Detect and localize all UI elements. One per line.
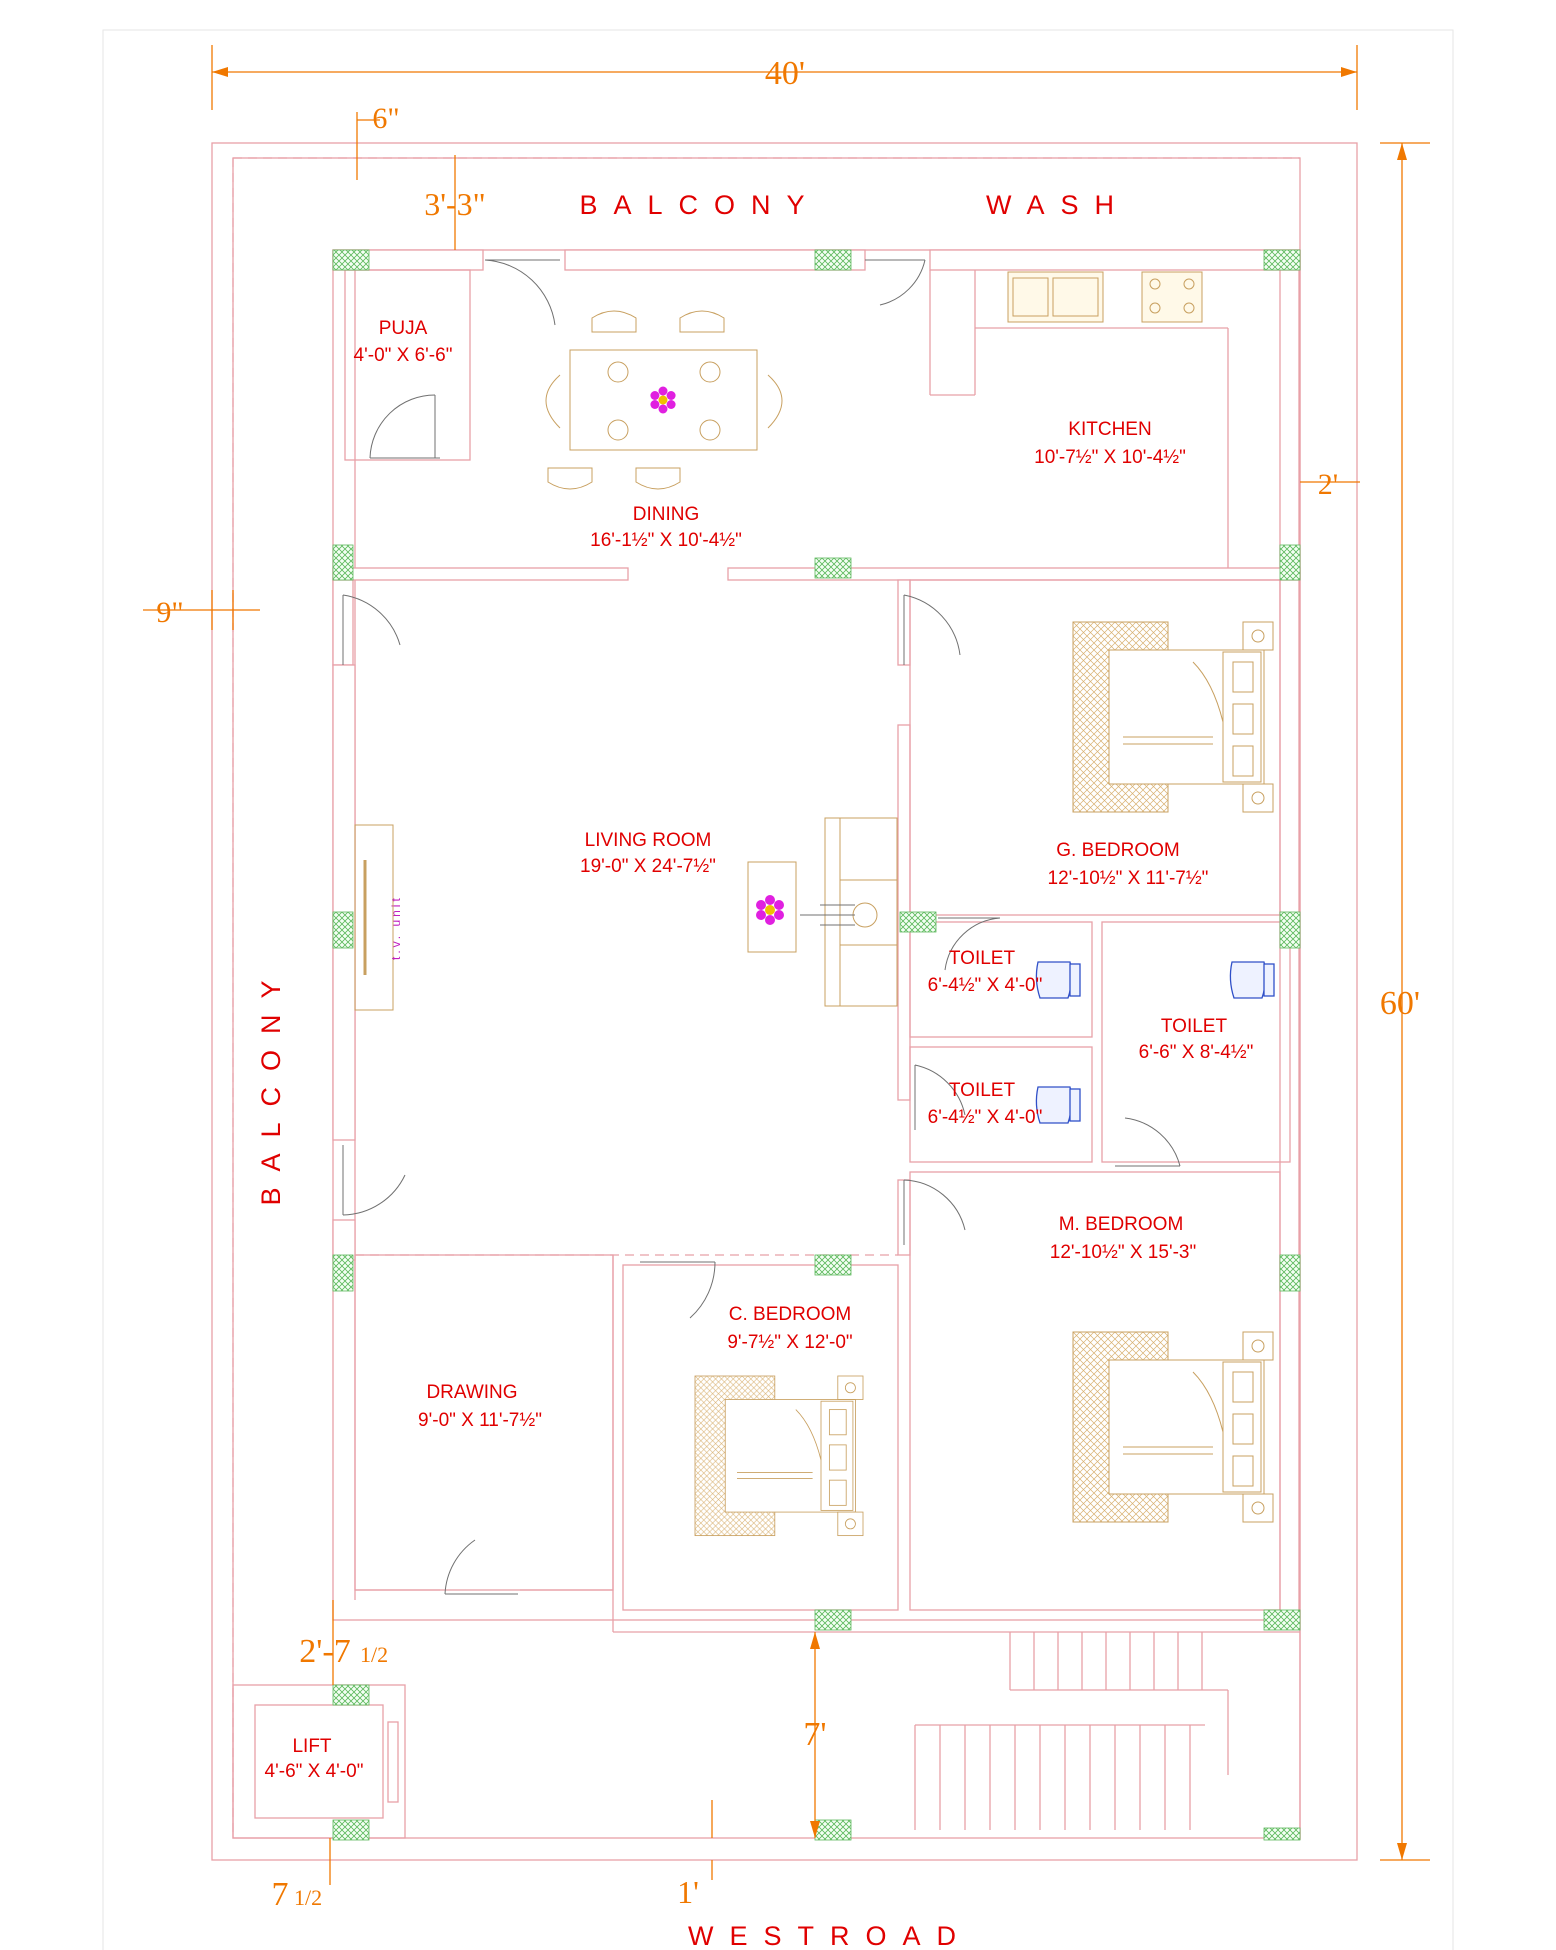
toilet1-name: TOILET — [949, 948, 1016, 969]
dim-front-setback: 7' — [803, 1716, 826, 1753]
toilet1-size: 6'-4½" X 4'-0" — [928, 975, 1043, 996]
lift-size: 4'-6" X 4'-0" — [265, 1761, 364, 1782]
dining-size: 16'-1½" X 10'-4½" — [590, 530, 742, 551]
g-bedroom-size: 12'-10½" X 11'-7½" — [1048, 868, 1209, 889]
g-bedroom-bed — [1072, 621, 1274, 813]
dim-bottom-left-frac: 1/2 — [294, 1885, 322, 1910]
drawing-name: DRAWING — [426, 1382, 517, 1403]
dim-bottom-left: 7 — [272, 1876, 289, 1913]
g-bedroom-name: G. BEDROOM — [1056, 840, 1180, 861]
g-bedroom-room — [909, 579, 1281, 916]
c-bedroom-bed — [694, 1375, 864, 1537]
tv-unit-label: t.v. unit — [389, 895, 403, 960]
dim-lift-gap-frac: 1/2 — [360, 1642, 388, 1667]
wash-label: WASH — [986, 190, 1130, 220]
living-size: 19'-0" X 24'-7½" — [580, 856, 716, 877]
dim-left-gap: 9" — [156, 596, 183, 629]
toilet2-wc — [1229, 961, 1275, 999]
tv-unit: t.v. unit — [354, 824, 403, 1011]
puja-name: PUJA — [379, 318, 428, 339]
dim-lift-gap: 2'-7 — [299, 1633, 350, 1670]
living-name: LIVING ROOM — [585, 830, 712, 851]
kitchen-name: KITCHEN — [1068, 419, 1151, 440]
living-sofa — [747, 817, 898, 1007]
dim-top-width: 40' — [765, 55, 805, 92]
dim-balcony-depth: 3'-3" — [424, 186, 485, 222]
drawing-size: 9'-0" X 11'-7½" — [418, 1410, 542, 1431]
c-bedroom-room — [622, 1264, 899, 1611]
dining-table — [545, 310, 783, 490]
m-bedroom-name: M. BEDROOM — [1059, 1214, 1184, 1235]
toilet1-wc — [1035, 961, 1081, 999]
toilet3-wc — [1035, 1086, 1081, 1124]
dim-right-gap: 2' — [1318, 468, 1338, 501]
puja-size: 4'-0" X 6'-6" — [354, 345, 453, 366]
dim-bottom-offset: 1' — [677, 1874, 699, 1910]
road-label: WESTROAD — [688, 1921, 972, 1950]
m-bedroom-room — [909, 1171, 1281, 1611]
balcony-top-label: BALCONY — [579, 190, 820, 220]
dim-top-left-gap: 6" — [372, 102, 399, 135]
toilet3-size: 6'-4½" X 4'-0" — [928, 1107, 1043, 1128]
toilet3-room — [909, 1046, 1093, 1163]
toilet1-room — [909, 921, 1093, 1038]
kitchen-size: 10'-7½" X 10'-4½" — [1034, 447, 1186, 468]
toilet3-name: TOILET — [949, 1080, 1016, 1101]
plot-boundary — [211, 142, 1358, 1861]
lift-shaft — [254, 1704, 384, 1819]
kitchen-fixtures — [1007, 271, 1203, 323]
toilet2-name: TOILET — [1161, 1016, 1228, 1037]
toilet2-size: 6'-6" X 8'-4½" — [1139, 1042, 1254, 1063]
structural-columns — [332, 249, 1301, 1841]
doors — [342, 259, 1181, 1595]
dimension-lines — [143, 45, 1430, 1885]
staircase — [914, 1632, 1229, 1830]
m-bedroom-bed — [1072, 1331, 1274, 1523]
dim-right-height: 60' — [1380, 985, 1420, 1022]
lift-name: LIFT — [292, 1736, 331, 1757]
c-bedroom-name: C. BEDROOM — [729, 1304, 851, 1325]
m-bedroom-size: 12'-10½" X 15'-3" — [1050, 1242, 1196, 1263]
toilet2-room — [1101, 921, 1291, 1163]
puja-room — [344, 269, 471, 461]
c-bedroom-size: 9'-7½" X 12'-0" — [727, 1332, 852, 1353]
dining-name: DINING — [633, 504, 700, 525]
balcony-left-label: BALCONY — [256, 964, 286, 1205]
